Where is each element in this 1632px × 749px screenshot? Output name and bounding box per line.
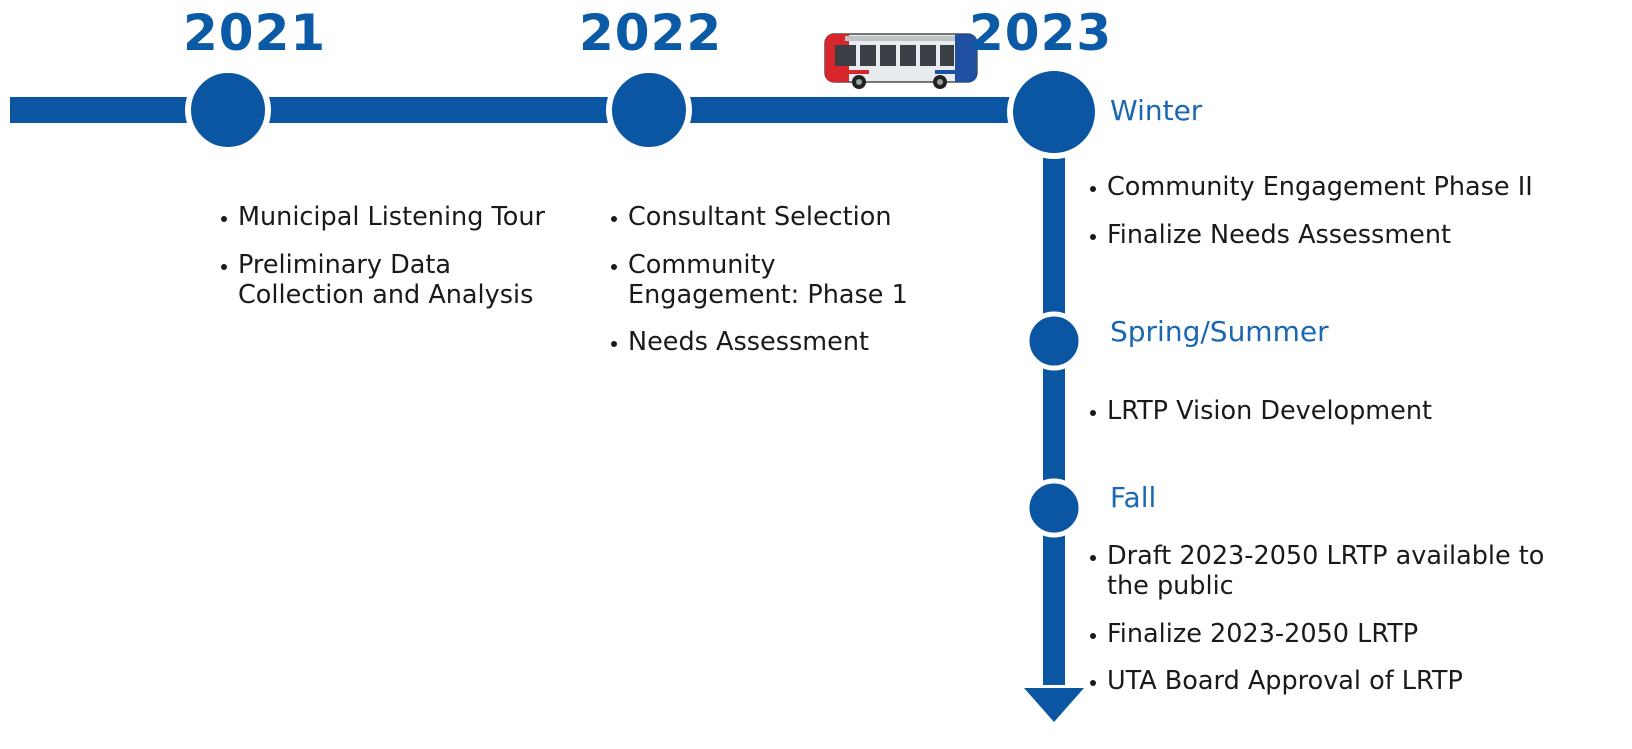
list-item: LRTP Vision Development	[1088, 396, 1578, 427]
bus-icon	[824, 33, 978, 89]
node-spring-summer	[1024, 311, 1084, 371]
list-item: Finalize 2023-2050 LRTP	[1088, 619, 1558, 650]
horizontal-timeline-line	[10, 97, 1020, 123]
season-label-spring-summer: Spring/Summer	[1110, 315, 1329, 348]
spring-summer-items: LRTP Vision Development	[1088, 396, 1578, 445]
list-item: Preliminary Data Collection and Analysis	[219, 250, 559, 311]
list-item: Draft 2023-2050 LRTP available to the pu…	[1088, 541, 1558, 602]
fall-items: Draft 2023-2050 LRTP available to the pu…	[1088, 541, 1558, 715]
season-label-fall: Fall	[1110, 481, 1157, 514]
timeline-arrowhead	[1024, 688, 1084, 722]
year-label-2021: 2021	[183, 4, 327, 62]
year-2021-items: Municipal Listening Tour Preliminary Dat…	[219, 202, 559, 328]
list-item: Consultant Selection	[609, 202, 919, 233]
list-item: Community Engagement: Phase 1	[609, 250, 919, 311]
winter-items: Community Engagement Phase II Finalize N…	[1088, 172, 1578, 269]
list-item: Community Engagement Phase II	[1088, 172, 1578, 203]
year-label-2023: 2023	[969, 4, 1113, 62]
list-item: UTA Board Approval of LRTP	[1088, 667, 1558, 697]
year-2022-items: Consultant Selection Community Engagemen…	[609, 202, 919, 376]
list-item: Finalize Needs Assessment	[1088, 220, 1578, 251]
node-2021	[185, 67, 271, 153]
node-2022	[606, 67, 692, 153]
vertical-timeline-line	[1043, 110, 1065, 685]
year-label-2022: 2022	[579, 4, 723, 62]
node-fall	[1024, 478, 1084, 538]
season-label-winter: Winter	[1110, 94, 1203, 127]
list-item: Municipal Listening Tour	[219, 202, 559, 233]
list-item: Needs Assessment	[609, 328, 919, 358]
node-2023-winter	[1007, 65, 1101, 159]
